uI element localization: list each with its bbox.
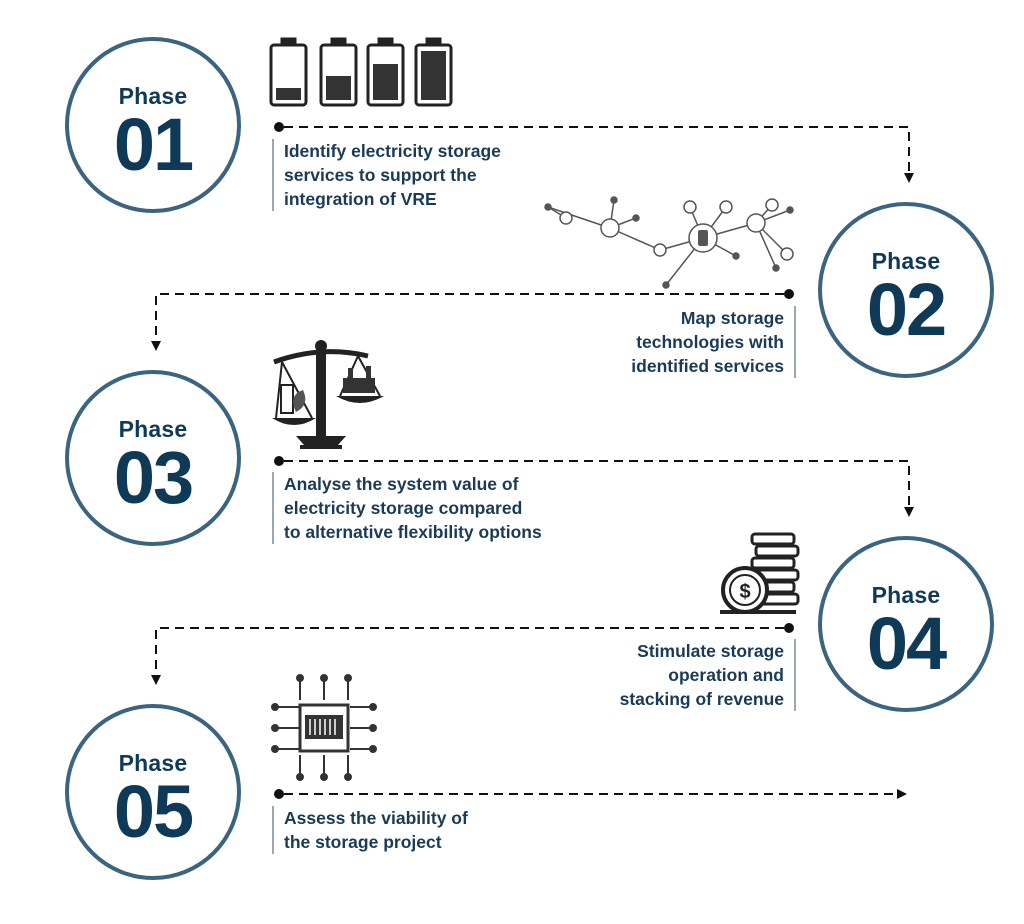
phase-number: 05 bbox=[113, 770, 194, 853]
phase-label: Phase bbox=[118, 416, 188, 442]
description-line: Identify electricity storage bbox=[284, 141, 501, 161]
phase-01-description: Identify electricity storage services to… bbox=[272, 139, 501, 211]
phase-01-circle: Phase 01 bbox=[65, 37, 241, 213]
circuit-chip-icon bbox=[271, 674, 377, 781]
description-line: Analyse the system value of bbox=[284, 474, 519, 494]
battery-levels-icon bbox=[269, 37, 453, 107]
description-line: Assess the viability of bbox=[284, 808, 468, 828]
coin-stack-icon: $ bbox=[720, 532, 800, 614]
phase-03-circle: Phase 03 bbox=[65, 370, 241, 546]
connector-phase-04-to-05 bbox=[151, 623, 794, 685]
network-nodes-icon bbox=[544, 196, 794, 289]
description-line: integration of VRE bbox=[284, 189, 437, 209]
connector-phase-01-to-02 bbox=[274, 122, 914, 183]
description-line: to alternative flexibility options bbox=[284, 522, 542, 542]
description-line: operation and bbox=[668, 665, 784, 685]
phase-02-description: Map storage technologies with identified… bbox=[631, 306, 796, 378]
connector-phase-02-to-03 bbox=[151, 289, 794, 351]
phase-number: 02 bbox=[866, 268, 947, 351]
description-line: electricity storage compared bbox=[284, 498, 523, 518]
connector-start-dot bbox=[784, 289, 794, 299]
phase-04-circle: Phase 04 bbox=[818, 536, 994, 712]
phase-number: 03 bbox=[113, 436, 194, 519]
connector-start-dot bbox=[274, 456, 284, 466]
connector-phase-03-to-04 bbox=[274, 456, 914, 517]
phase-label: Phase bbox=[118, 83, 188, 109]
phase-02-circle: Phase 02 bbox=[818, 202, 994, 378]
phase-number: 04 bbox=[866, 602, 947, 685]
description-line: Stimulate storage bbox=[637, 641, 784, 661]
description-line: stacking of revenue bbox=[619, 689, 784, 709]
phase-03-description: Analyse the system value of electricity … bbox=[272, 472, 542, 544]
description-line: identified services bbox=[631, 356, 784, 376]
phase-05-circle: Phase 05 bbox=[65, 704, 241, 880]
connector-phase-05-end bbox=[274, 789, 907, 799]
connector-start-dot bbox=[274, 122, 284, 132]
connector-start-dot bbox=[274, 789, 284, 799]
svg-text:$: $ bbox=[739, 581, 750, 603]
description-line: Map storage bbox=[680, 308, 784, 328]
description-line: the storage project bbox=[284, 832, 442, 852]
phase-04-description: Stimulate storage operation and stacking… bbox=[620, 639, 796, 711]
description-line: services to support the bbox=[284, 165, 477, 185]
description-line: technologies with bbox=[636, 332, 784, 352]
phase-05-description: Assess the viability of the storage proj… bbox=[272, 806, 468, 854]
phase-label: Phase bbox=[871, 582, 941, 608]
balance-scale-icon bbox=[272, 340, 384, 449]
connector-start-dot bbox=[784, 623, 794, 633]
phase-number: 01 bbox=[113, 103, 194, 186]
phase-label: Phase bbox=[118, 750, 188, 776]
phase-label: Phase bbox=[871, 248, 941, 274]
